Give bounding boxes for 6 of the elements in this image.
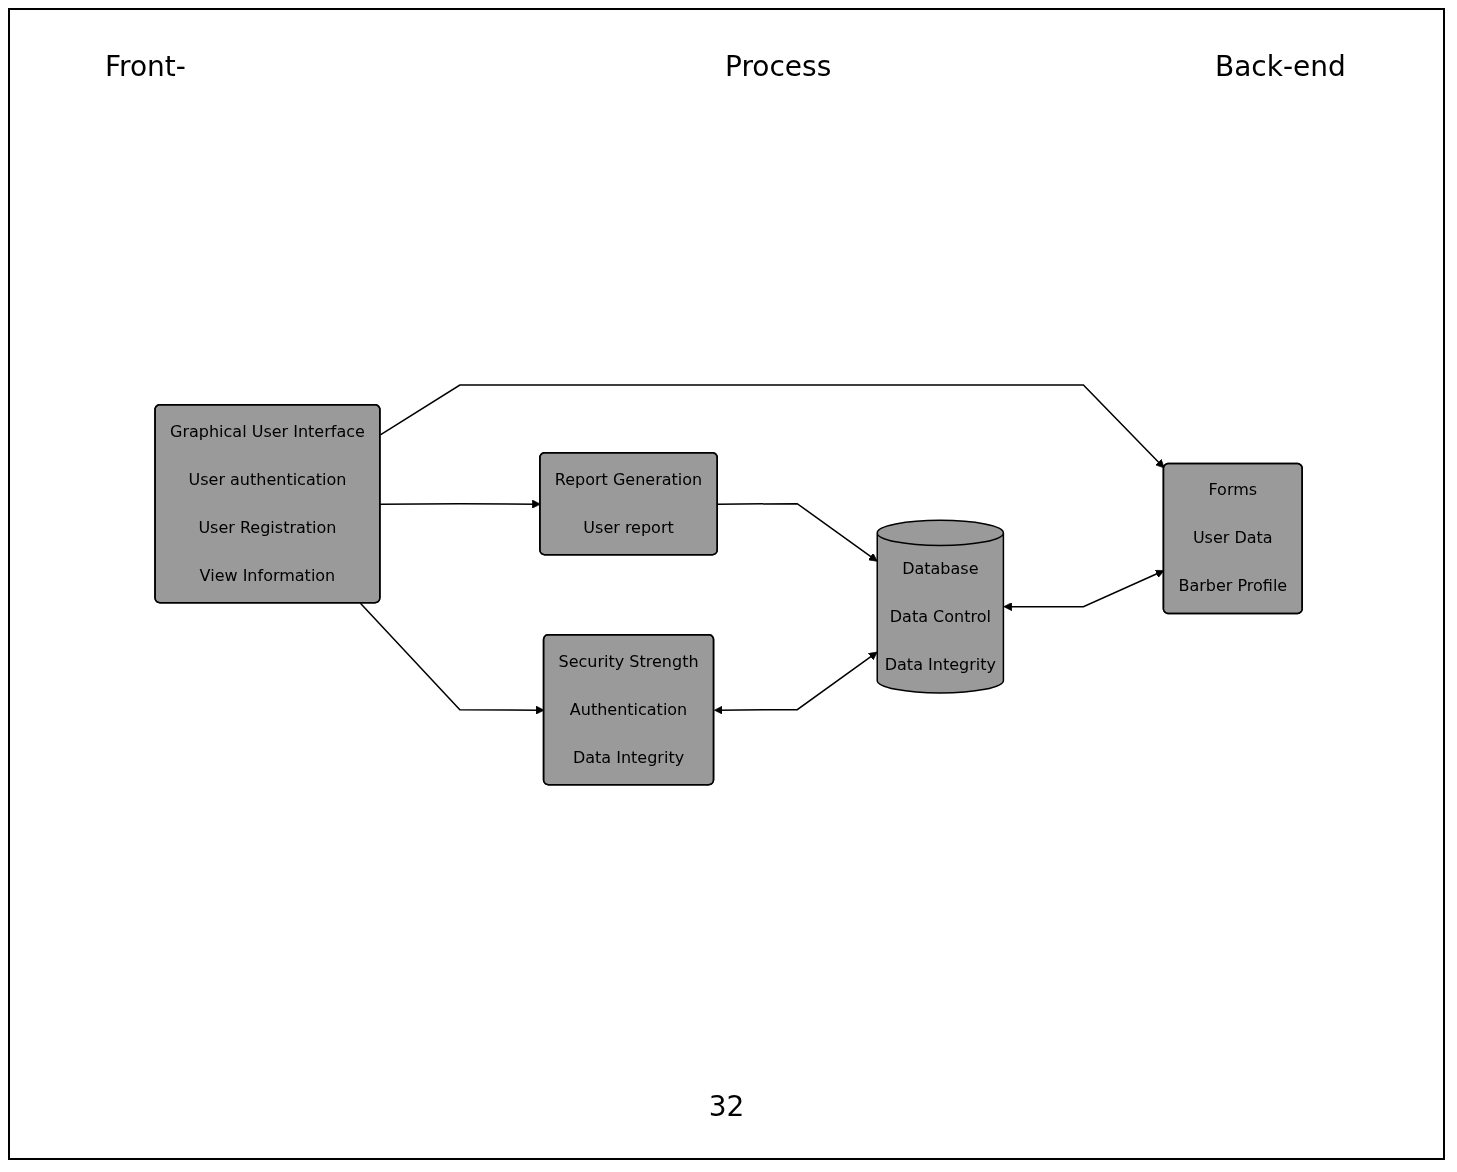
column-heading: Back-end xyxy=(1215,50,1346,83)
arrow xyxy=(713,651,878,715)
arrow xyxy=(379,384,1165,469)
column-heading: Front- xyxy=(105,50,186,83)
column-heading: Process xyxy=(725,50,832,83)
page-number: 32 xyxy=(708,1090,745,1123)
